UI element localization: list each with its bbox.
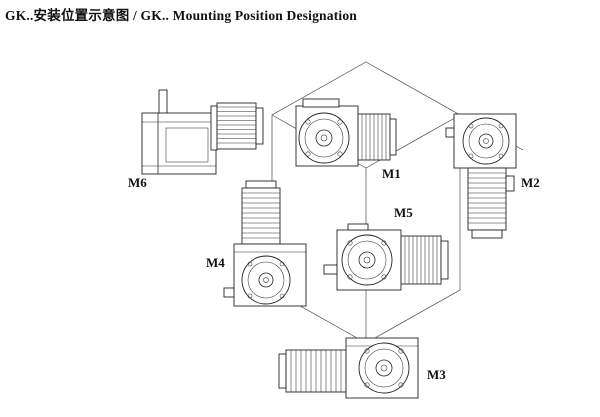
flange-hub [315,129,333,147]
bolt-hole [381,240,387,246]
bolt-hole [468,123,474,129]
motor-body [216,102,257,150]
shaft-end [320,134,328,142]
flange-outer [341,234,393,286]
shaft-end [380,364,388,372]
label-m1: M1 [382,166,401,181]
bolt-hole [337,151,343,157]
fan-cover [471,229,503,239]
flange-hub [478,133,494,149]
flange-hub [258,272,274,288]
motor-body [241,187,281,245]
output-shaft [158,89,168,115]
label-m3: M3 [427,367,446,382]
output-flange [341,234,393,286]
housing-cap [347,223,369,231]
bolt-hole [364,382,370,388]
flange-hub [358,251,376,269]
flange-outer [462,117,510,165]
flange-inner [364,348,404,388]
gearmotor-m2: M2 [445,113,540,239]
bolt-hole [381,274,387,280]
cooling-fins [217,106,256,144]
flange-hub [375,359,393,377]
bolt-hole [305,119,311,125]
bolt-hole [364,348,370,354]
output-flange [462,117,510,165]
gearmotor-m1: M1 [295,98,401,181]
bolt-hole [468,153,474,159]
bolt-hole [247,261,253,267]
bolt-hole [247,293,253,299]
shaft-end [263,277,269,283]
gearbox-housing [141,112,217,175]
cooling-fins [404,236,438,284]
flange-outer [358,342,410,394]
bolt-hole [398,382,404,388]
terminal-box [505,175,515,192]
output-flange [241,255,291,305]
label-m2: M2 [521,175,540,190]
flange-inner [347,240,387,280]
output-flange [358,342,410,394]
input-shaft [223,287,235,298]
bolt-hole [305,151,311,157]
cooling-fins [361,114,387,160]
bolt-hole [279,293,285,299]
flange-inner [304,118,344,158]
fan-cover [278,353,287,389]
housing-cap [302,98,340,108]
gearmotor-m3: M3 [278,337,446,399]
label-m5: M5 [394,205,413,220]
fan-cover [245,180,277,189]
label-m6: M6 [128,175,147,190]
shaft-end [483,138,489,144]
bolt-hole [498,153,504,159]
input-shaft [323,264,338,275]
bolt-hole [347,274,353,280]
fan-cover [255,107,264,145]
cooling-fins [468,172,506,224]
motor-adapter [210,105,218,151]
flange-outer [241,255,291,305]
cooling-fins [242,192,280,239]
cooling-fins [290,350,342,392]
bolt-hole [279,261,285,267]
motor-body [467,167,507,231]
page-title: GK..安装位置示意图 / GK.. Mounting Position Des… [5,8,358,23]
fan-cover [389,118,397,156]
gearmotor-m5: M5 [323,205,449,291]
shaft-end [363,256,371,264]
gearmotor-m6: M6 [128,89,264,190]
bolt-hole [347,240,353,246]
flange-inner [247,261,285,299]
housing-panel [165,127,209,163]
bolt-hole [398,348,404,354]
fan-cover [440,240,449,280]
bolt-hole [498,123,504,129]
flange-inner [468,123,504,159]
label-m4: M4 [206,255,225,270]
bolt-hole [337,119,343,125]
output-flange [298,112,350,164]
flange-outer [298,112,350,164]
gearmotor-m4: M4 [206,180,307,307]
